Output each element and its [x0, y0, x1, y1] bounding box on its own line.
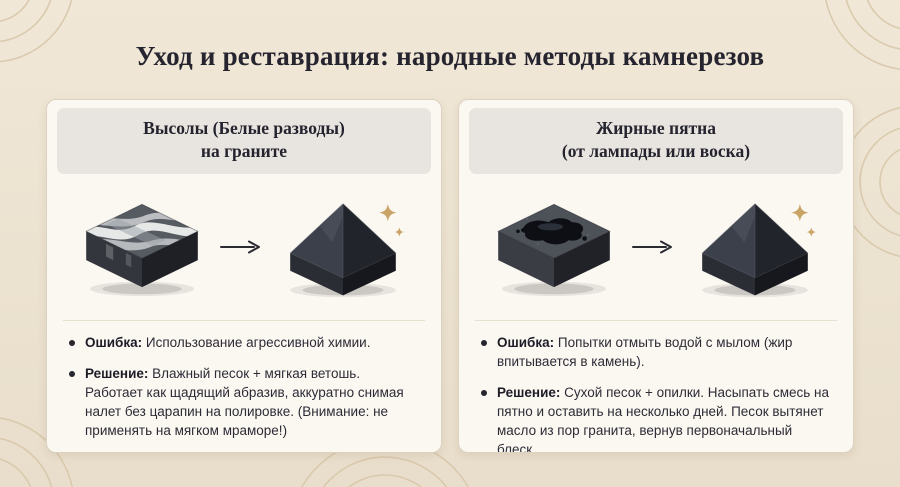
transform-arrow-icon: [220, 240, 260, 254]
card-efflorescence-title: Высолы (Белые разводы) на граните: [57, 108, 431, 175]
page-title: Уход и реставрация: народные методы камн…: [135, 41, 765, 71]
bullet-text: Попытки отмыть водой с мылом (жир впитыв…: [497, 335, 793, 370]
bullet-dot: [481, 389, 487, 396]
stone-after-polished-icon: [289, 203, 405, 298]
bullet-dot: [69, 340, 75, 347]
card-title-line2: на граните: [200, 141, 288, 162]
bullet-label: Решение:: [497, 384, 561, 400]
bullet-mistake: Ошибка: Использование агрессивной химии.: [69, 334, 419, 353]
sparkles-icon: [379, 204, 405, 238]
bullet-label: Ошибка:: [85, 335, 143, 351]
transform-arrow-icon: [632, 240, 672, 254]
bullet-solution: Решение: Сухой песок + опилки. Насыпать …: [481, 384, 831, 453]
bullet-mistake: Ошибка: Попытки отмыть водой с мылом (жи…: [481, 334, 831, 372]
card-title-line1: Жирные пятна: [596, 118, 716, 138]
bullet-label: Решение:: [85, 366, 149, 382]
card-title-line1: Высолы (Белые разводы): [143, 118, 345, 138]
bullet-text: Сухой песок + опилки. Насыпать смесь на …: [497, 384, 830, 453]
card-grease-stains: Жирные пятна (от лампады или воска): [458, 99, 854, 453]
bullet-dot: [481, 340, 487, 347]
bullet-text: Влажный песок + мягкая ветошь. Работает …: [85, 366, 404, 438]
stone-after-polished-icon: [701, 203, 817, 298]
sparkles-icon: [791, 204, 817, 238]
card-title-line2: (от лампады или воска): [561, 141, 751, 162]
before-after-illustration: [469, 174, 843, 320]
stone-before-efflorescence-icon: [85, 203, 199, 296]
stone-before-oil-stain-icon: [497, 203, 611, 296]
bullet-label: Ошибка:: [497, 335, 555, 351]
bullet-dot: [69, 371, 75, 378]
bullet-list: Ошибка: Попытки отмыть водой с мылом (жи…: [475, 320, 837, 453]
card-efflorescence: Высолы (Белые разводы) на граните: [46, 99, 442, 453]
bullet-solution: Решение: Влажный песок + мягкая ветошь. …: [69, 365, 419, 441]
before-after-illustration: [57, 174, 431, 320]
card-grease-title: Жирные пятна (от лампады или воска): [469, 108, 843, 175]
cards-row: Высолы (Белые разводы) на граните: [46, 99, 854, 453]
oil-stain: [516, 217, 587, 245]
bullet-text: Использование агрессивной химии.: [145, 335, 371, 351]
bullet-list: Ошибка: Использование агрессивной химии.…: [63, 320, 425, 440]
